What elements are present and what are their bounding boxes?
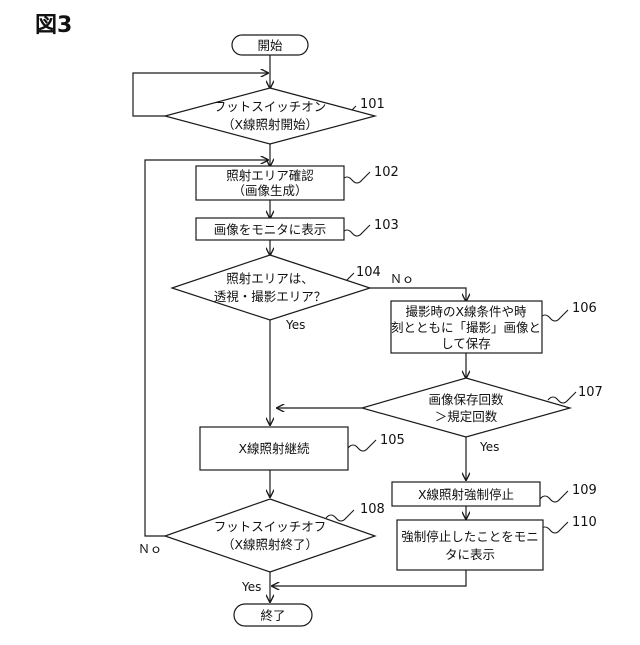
ref-106: 106 xyxy=(572,301,597,316)
ref-102: 102 xyxy=(374,165,399,180)
process-106-line-2: 刻とともに「撮影」画像と xyxy=(391,320,541,335)
process-103: 画像をモニタに表示 103 xyxy=(196,218,399,240)
decision-108-no-label: Ｎｏ xyxy=(138,542,162,556)
start-terminal: 開始 xyxy=(232,35,308,55)
process-110-line-2: タに表示 xyxy=(445,547,495,562)
decision-104: 照射エリアは、 透視・撮影エリア？ 104 Ｎｏ Yes xyxy=(172,255,414,332)
decision-107-line-1: 画像保存回数 xyxy=(428,392,504,407)
end-terminal: 終了 xyxy=(234,604,312,626)
decision-107-line-2: ＞規定回数 xyxy=(435,409,498,424)
process-109-line-1: X線照射強制停止 xyxy=(418,487,514,502)
leader-107 xyxy=(548,392,576,403)
decision-108-yes-label: Yes xyxy=(241,580,261,594)
figure-title: 図3 xyxy=(35,13,72,38)
process-106: 撮影時のX線条件や時 刻とともに「撮影」画像と して保存 106 xyxy=(391,301,597,353)
end-label: 終了 xyxy=(260,608,285,623)
process-110-shape xyxy=(397,520,543,570)
decision-101-shape xyxy=(165,88,375,144)
leader-103 xyxy=(342,225,370,236)
process-106-line-1: 撮影時のX線条件や時 xyxy=(405,304,527,319)
process-105-line-1: X線照射継続 xyxy=(238,441,310,456)
leader-108 xyxy=(326,510,354,521)
process-102: 照射エリア確認 （画像生成） 102 xyxy=(196,165,399,200)
process-102-line-2: （画像生成） xyxy=(232,183,307,198)
process-102-line-1: 照射エリア確認 xyxy=(226,168,314,183)
decision-104-shape xyxy=(172,255,370,320)
process-106-line-3: して保存 xyxy=(441,336,491,351)
leader-110 xyxy=(540,522,568,533)
ref-108: 108 xyxy=(360,502,385,517)
decision-108: フットスイッチオフ （X線照射終了） 108 Ｎｏ Yes xyxy=(138,499,385,594)
decision-101: フットスイッチオン （X線照射開始） 101 xyxy=(165,88,385,144)
leader-102 xyxy=(342,172,370,183)
decision-101-line-2: （X線照射開始） xyxy=(222,117,318,132)
decision-104-yes-label: Yes xyxy=(285,318,305,332)
ref-101: 101 xyxy=(360,97,385,112)
decision-108-line-1: フットスイッチオフ xyxy=(214,519,327,534)
ref-104: 104 xyxy=(356,265,381,280)
process-109: X線照射強制停止 109 xyxy=(392,482,597,506)
decision-104-line-2: 透視・撮影エリア？ xyxy=(214,289,327,304)
process-103-line-1: 画像をモニタに表示 xyxy=(214,222,327,237)
leader-106 xyxy=(540,310,568,321)
ref-105: 105 xyxy=(380,433,405,448)
start-label: 開始 xyxy=(257,38,283,53)
process-105: X線照射継続 105 xyxy=(200,427,405,470)
leader-105 xyxy=(348,440,376,451)
leader-109 xyxy=(540,491,568,502)
decision-107-yes-label: Yes xyxy=(479,440,499,454)
decision-101-line-1: フットスイッチオン xyxy=(214,99,327,114)
ref-110: 110 xyxy=(572,515,597,530)
decision-108-shape xyxy=(165,499,375,572)
arrow-104-no xyxy=(370,288,466,301)
decision-104-line-1: 照射エリアは、 xyxy=(226,271,314,286)
arrow-108-no xyxy=(145,160,268,536)
ref-103: 103 xyxy=(374,218,399,233)
process-110-line-1: 強制停止したことをモニ xyxy=(401,529,539,544)
arrow-110-to-end xyxy=(272,570,466,586)
decision-108-line-2: （X線照射終了） xyxy=(222,537,318,552)
decision-104-no-label: Ｎｏ xyxy=(390,272,414,286)
ref-107: 107 xyxy=(578,385,603,400)
ref-109: 109 xyxy=(572,483,597,498)
decision-107-shape xyxy=(362,378,570,437)
